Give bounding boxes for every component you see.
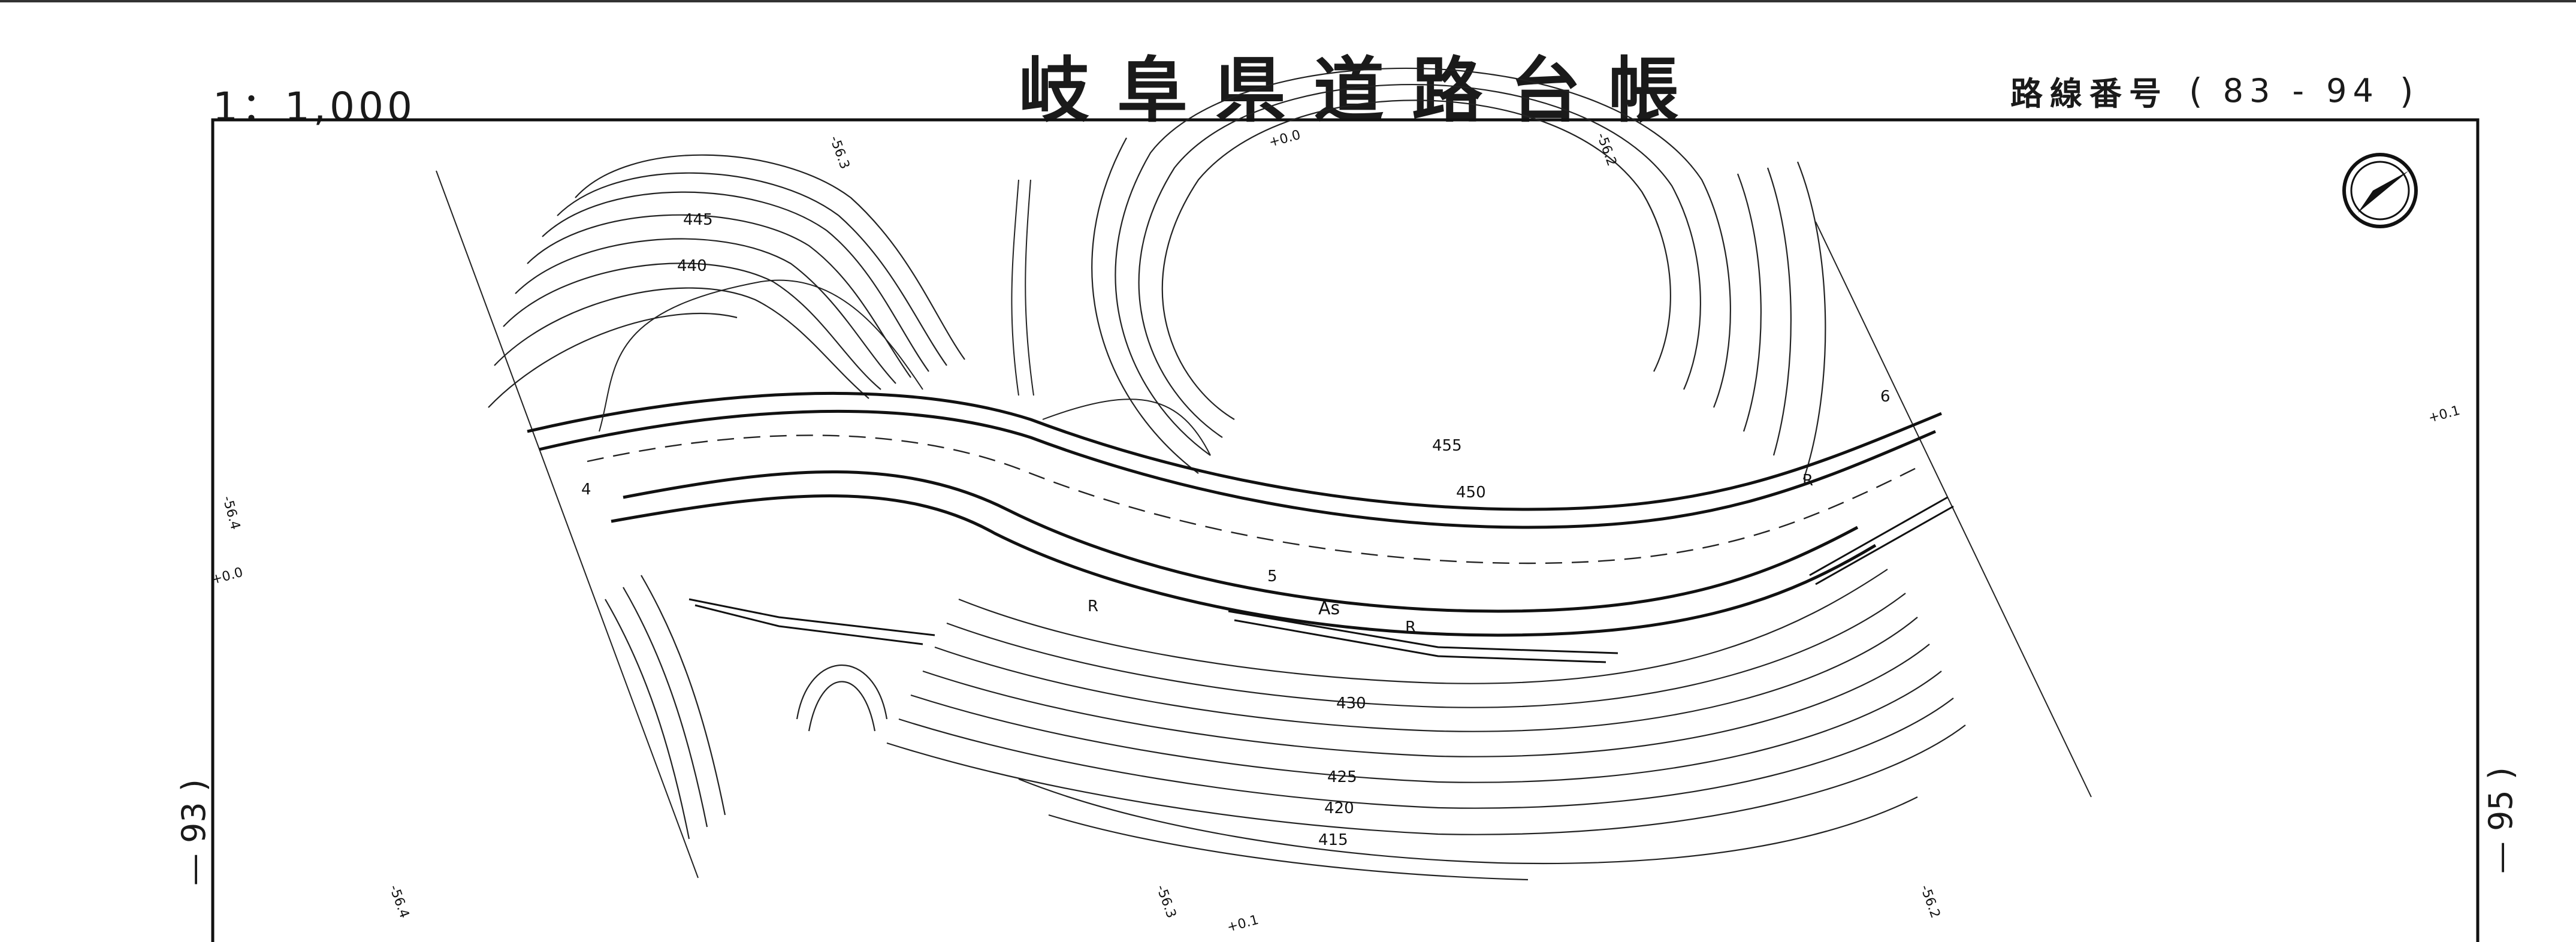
contour-label: 425 <box>1327 768 1357 786</box>
grid-label-bottom-mid2: +0.1 <box>1225 913 1260 935</box>
contour-label: 455 <box>1432 437 1462 455</box>
route-close-paren: ) <box>2399 70 2414 111</box>
road-mark-r: R <box>1088 597 1098 615</box>
road-section-label: 4 <box>581 481 591 499</box>
grid-label-bottom-mid: -56.3 <box>1153 883 1179 920</box>
road-section-label: 5 <box>1267 567 1278 585</box>
sheet-boundary-right <box>1815 221 2092 798</box>
road-mark-r: R <box>1802 472 1813 490</box>
grid-label-top-mid: +0.0 <box>1267 128 1302 150</box>
contour-label: 420 <box>1324 799 1354 817</box>
map-labels: -56.3 +0.0 -56.2 -56.4 +0.0 +0.1 -56.4 -… <box>210 128 2462 935</box>
grid-label-left-mid2: +0.0 <box>210 565 244 588</box>
road-centerline <box>587 434 1918 564</box>
grid-label-right-mid: +0.1 <box>2427 403 2462 426</box>
grid-label-bottom-left: -56.4 <box>386 883 412 920</box>
route-number-block: 路線番号 ( 83 - 94 ) <box>2010 67 2414 114</box>
contour-label: 430 <box>1336 695 1366 712</box>
route-open-paren: ( <box>2189 70 2203 111</box>
road-section-label: 6 <box>1880 388 1891 406</box>
grid-label-left-mid: -56.4 <box>219 494 243 531</box>
lower-contours <box>605 569 1966 881</box>
contour-label: 415 <box>1318 831 1348 849</box>
route-number-label: 路線番号 <box>2010 75 2169 113</box>
road-surface-label: As <box>1318 598 1340 619</box>
route-number: 83 - 94 <box>2222 72 2379 110</box>
road-mark-r: R <box>1405 618 1416 636</box>
road <box>527 179 1942 637</box>
map-scale: 1：1,000 <box>213 84 416 130</box>
retaining-walls <box>688 496 1954 663</box>
sheet-boundary-left <box>436 170 699 878</box>
contour-label: 450 <box>1456 484 1486 502</box>
contour-label: 445 <box>683 211 713 229</box>
map-frame <box>211 118 2480 942</box>
upper-contours <box>488 67 1826 480</box>
grid-label-bottom-right: -56.2 <box>1917 883 1943 920</box>
north-arrow-icon <box>2342 153 2418 228</box>
contour-label: 440 <box>677 257 707 275</box>
sheet-title: 岐阜県道路台帳 <box>1019 49 1707 132</box>
grid-label-top-left: -56.3 <box>826 134 852 171</box>
